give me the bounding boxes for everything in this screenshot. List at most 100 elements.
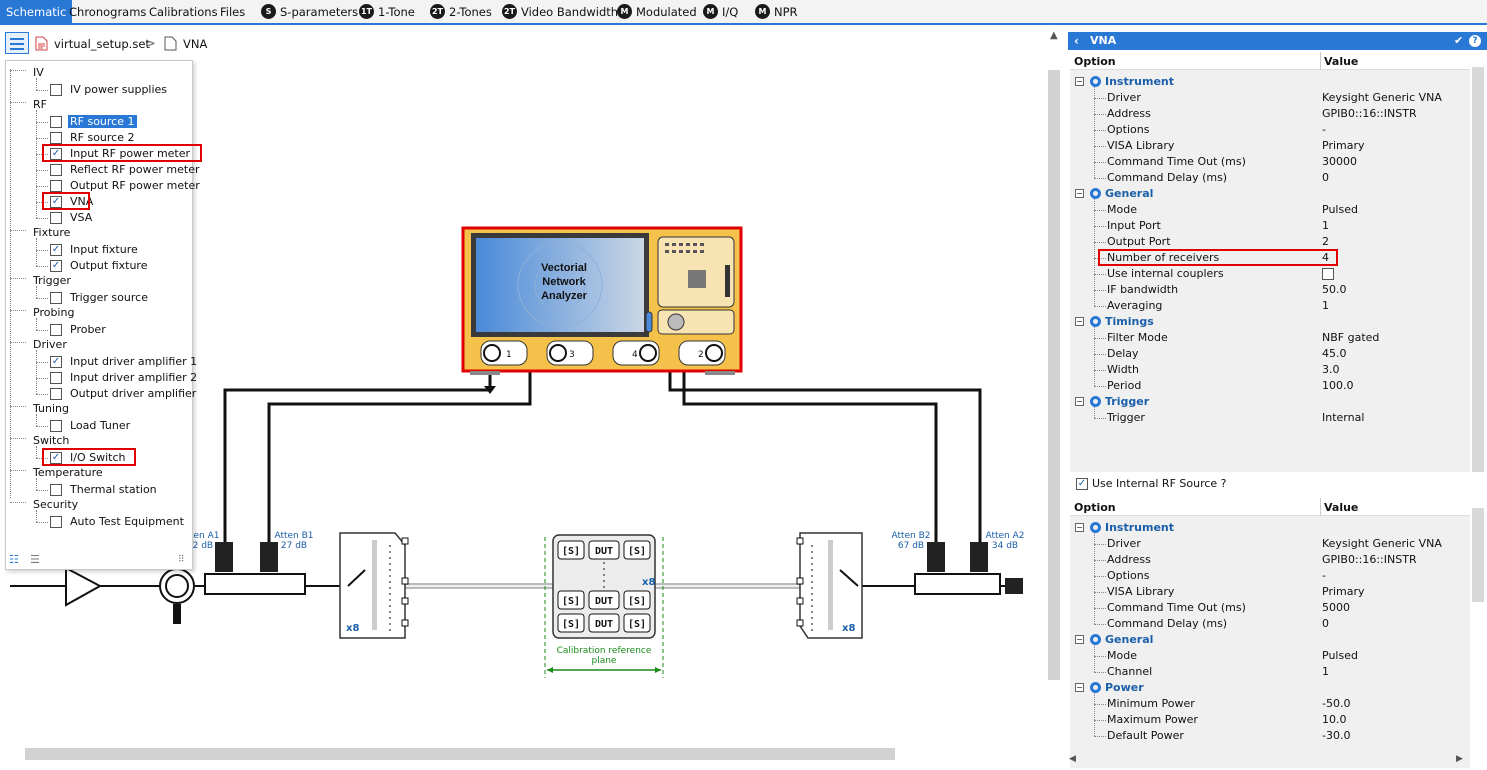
tree-checkbox[interactable] [50, 324, 62, 336]
scroll-up-icon[interactable]: ▲ [1050, 30, 1058, 41]
option-value[interactable]: -30.0 [1322, 729, 1351, 742]
output-switch[interactable] [796, 532, 863, 639]
breadcrumb-file[interactable]: virtual_setup.set [54, 37, 150, 51]
collapse-icon[interactable]: − [1075, 397, 1084, 406]
category-general[interactable]: General [1090, 187, 1153, 200]
category-instrument[interactable]: Instrument [1090, 75, 1174, 88]
option-value[interactable]: 0 [1322, 171, 1329, 184]
option-value[interactable]: 50.0 [1322, 283, 1347, 296]
output-coupler[interactable] [914, 573, 1001, 595]
atten-b2-icon[interactable] [927, 542, 945, 572]
tree-checkbox[interactable]: ✓ [50, 244, 62, 256]
tree-checkbox[interactable]: ✓ [50, 260, 62, 272]
tree-item-auto-test-equipment[interactable]: Auto Test Equipment [70, 515, 184, 528]
schematic-vertical-scrollbar[interactable] [1048, 70, 1060, 680]
tree-checkbox[interactable] [50, 292, 62, 304]
option-value[interactable]: Keysight Generic VNA [1322, 537, 1442, 550]
option-value[interactable]: 2 [1322, 235, 1329, 248]
collapse-icon[interactable]: − [1075, 683, 1084, 692]
option-value[interactable]: 4 [1322, 251, 1329, 264]
option-value[interactable]: Keysight Generic VNA [1322, 91, 1442, 104]
option-value[interactable]: GPIB0::16::INSTR [1322, 553, 1417, 566]
tree-group-rf[interactable]: RF [33, 98, 47, 111]
category-trigger[interactable]: Trigger [1090, 395, 1149, 408]
option-value[interactable]: 5000 [1322, 601, 1350, 614]
option-value[interactable]: Primary [1322, 585, 1365, 598]
vna-instrument[interactable] [461, 226, 743, 375]
tree-checkbox[interactable] [50, 484, 62, 496]
option-value[interactable]: 3.0 [1322, 363, 1340, 376]
tree-checkbox[interactable]: ✓ [50, 148, 62, 160]
tree-group-trigger[interactable]: Trigger [33, 274, 71, 287]
column-header-option[interactable]: Option [1074, 55, 1116, 68]
category-power[interactable]: Power [1090, 681, 1144, 694]
tree-item-input-driver-amplifier-1[interactable]: Input driver amplifier 1 [70, 355, 198, 368]
option-value[interactable]: Internal [1322, 411, 1365, 424]
collapse-icon[interactable]: − [1075, 77, 1084, 86]
tab-schematic[interactable]: Schematic [0, 0, 73, 24]
tree-item-output-rf-power-meter[interactable]: Output RF power meter [70, 179, 200, 192]
list-icon[interactable]: ☰ [30, 553, 40, 566]
tree-item-rf-source-1[interactable]: RF source 1 [68, 115, 137, 128]
tree-checkbox[interactable] [50, 212, 62, 224]
panel-scrollbar-top[interactable] [1472, 67, 1484, 472]
option-value[interactable]: Pulsed [1322, 203, 1358, 216]
tree-checkbox[interactable] [50, 516, 62, 528]
tree-group-iv[interactable]: IV [33, 66, 44, 79]
tree-item-vna[interactable]: VNA [70, 195, 94, 208]
tab-files[interactable]: Files [220, 0, 245, 24]
input-switch[interactable] [339, 532, 409, 639]
column-header-option[interactable]: Option [1074, 501, 1116, 514]
option-value[interactable]: Primary [1322, 139, 1365, 152]
tab-calibrations[interactable]: Calibrations [149, 0, 218, 24]
panel-scrollbar-bottom[interactable] [1472, 508, 1484, 602]
tree-item-input-fixture[interactable]: Input fixture [70, 243, 138, 256]
option-value[interactable]: 10.0 [1322, 713, 1347, 726]
atten-b1-icon[interactable] [260, 542, 278, 572]
category-instrument[interactable]: Instrument [1090, 521, 1174, 534]
tree-item-trigger-source[interactable]: Trigger source [70, 291, 148, 304]
tree-checkbox[interactable] [50, 164, 62, 176]
back-chevron-icon[interactable]: ‹ [1074, 34, 1079, 48]
tree-checkbox[interactable] [50, 372, 62, 384]
help-icon[interactable]: ? [1469, 35, 1481, 47]
atten-a1-icon[interactable] [215, 542, 233, 572]
amplifier-icon[interactable] [65, 566, 103, 607]
tree-checkbox[interactable] [50, 132, 62, 144]
tree-item-input-rf-power-meter[interactable]: Input RF power meter [70, 147, 191, 160]
column-header-value[interactable]: Value [1324, 55, 1359, 68]
input-coupler[interactable] [204, 573, 306, 595]
tree-checkbox[interactable]: ✓ [50, 196, 62, 208]
category-general[interactable]: General [1090, 633, 1153, 646]
tree-group-probing[interactable]: Probing [33, 306, 75, 319]
use-internal-couplers-checkbox[interactable] [1322, 268, 1334, 280]
column-separator[interactable] [1320, 52, 1321, 70]
option-value[interactable]: 0 [1322, 617, 1329, 630]
option-value[interactable]: Pulsed [1322, 649, 1358, 662]
check-list-icon[interactable]: ☷ [9, 553, 19, 566]
option-value[interactable]: 30000 [1322, 155, 1357, 168]
tree-item-thermal-station[interactable]: Thermal station [70, 483, 157, 496]
confirm-check-icon[interactable]: ✔ [1454, 34, 1464, 47]
option-value[interactable]: NBF gated [1322, 331, 1380, 344]
collapse-icon[interactable]: − [1075, 635, 1084, 644]
tree-item-load-tuner[interactable]: Load Tuner [70, 419, 131, 432]
tree-checkbox[interactable] [50, 420, 62, 432]
tree-group-temperature[interactable]: Temperature [33, 466, 103, 479]
collapse-icon[interactable]: − [1075, 317, 1084, 326]
tree-checkbox[interactable]: ✓ [50, 356, 62, 368]
column-header-value[interactable]: Value [1324, 501, 1359, 514]
option-value[interactable]: 1 [1322, 665, 1329, 678]
column-separator[interactable] [1320, 498, 1321, 516]
option-value[interactable]: - [1322, 123, 1326, 136]
option-value[interactable]: 1 [1322, 299, 1329, 312]
tree-item-output-fixture[interactable]: Output fixture [70, 259, 148, 272]
tree-group-fixture[interactable]: Fixture [33, 226, 71, 239]
collapse-icon[interactable]: − [1075, 189, 1084, 198]
scroll-right-icon[interactable]: ▶ [1456, 754, 1463, 764]
